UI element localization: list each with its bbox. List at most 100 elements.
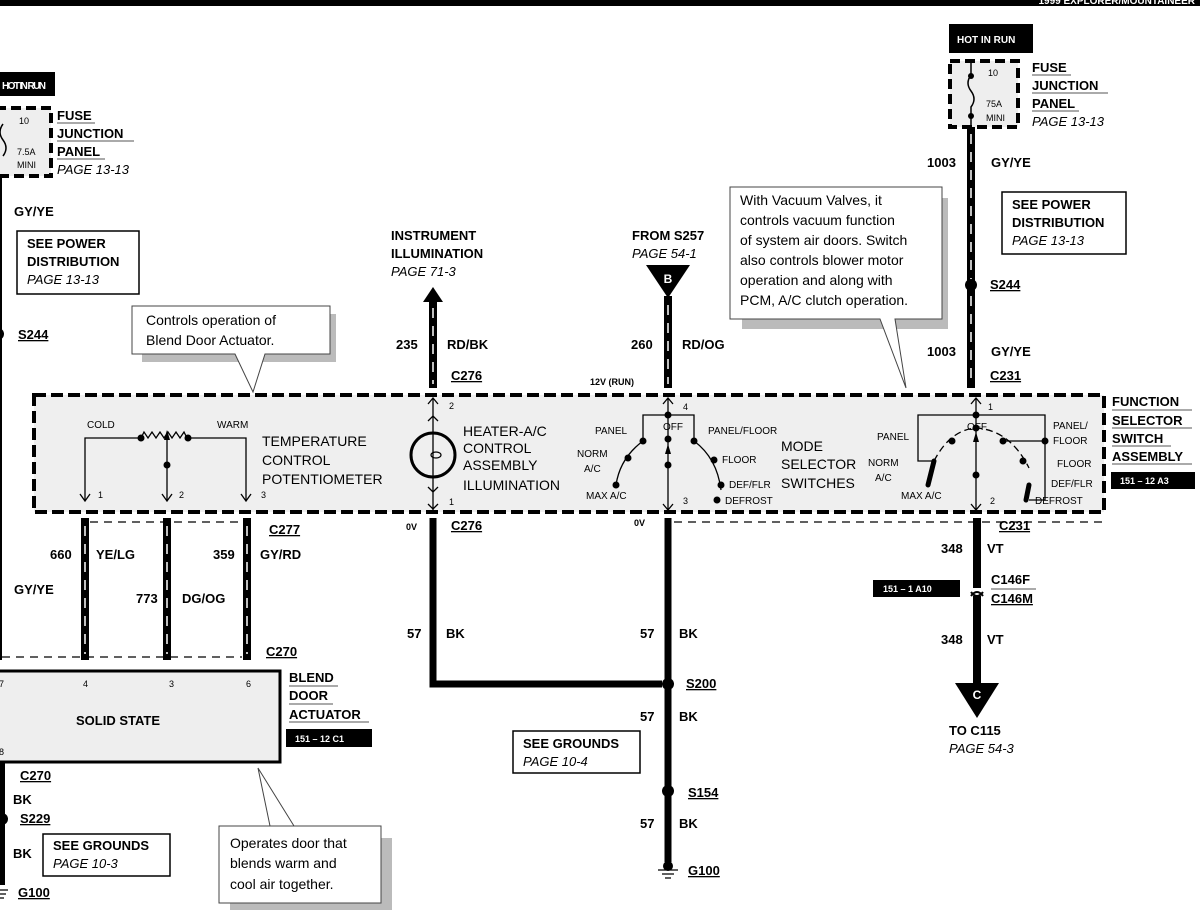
hot-in-run-left: HOT IN RUN [2,81,46,92]
mode2-pin-top: 1 [988,402,993,412]
wire-660-num: 660 [50,547,72,562]
pot-cold-label: COLD [87,420,115,431]
mode-title-2: SELECTOR [781,456,856,472]
see-grounds-left-page: PAGE 10-3 [53,856,119,871]
mode2-panel-floor-2: FLOOR [1053,436,1087,447]
callout-blend [131,305,331,394]
mode1-floor: FLOOR [722,455,756,466]
mode1-ac: A/C [584,464,601,475]
wire-348a-num: 348 [941,541,963,556]
mode1-pin-top: 4 [683,402,688,412]
wire-1003-num-mid: 1003 [927,344,956,359]
wire-359-color: GY/RD [260,547,301,562]
wire-57-a [429,518,662,688]
voltage-0v-1: 0V [406,522,417,532]
bda-pin-3: 3 [169,679,174,689]
heater-ac-control-assembly [32,393,1106,514]
mode-title-1: MODE [781,438,823,454]
mode2-panel-floor-1: PANEL/ [1053,421,1088,432]
ground-left-icon [0,889,8,899]
fss-title-1: FUNCTION [1112,394,1179,409]
mode1-def-flr: DEF/FLR [729,480,771,491]
callout-operates-line-1: Operates door that [230,835,347,851]
wire-1003-color-mid: GY/YE [991,344,1031,359]
wire-57b-num: 57 [640,626,654,641]
pot-warm-label: WARM [217,420,248,431]
fuse-left-icon [0,123,7,157]
see-grounds-mid-page: PAGE 10-4 [523,754,588,769]
connector-c276-bot: C276 [451,518,482,533]
illum-pin-bot: 1 [449,497,454,507]
splice-s244-right-label: S244 [990,277,1021,292]
wire-left-bk-2: BK [13,846,32,861]
splice-s244-left-label: S244 [18,327,49,342]
fuse-right-rating: 75A [986,99,1002,109]
wire-57d-color: BK [679,816,698,831]
bda-title-3: ACTUATOR [289,707,361,722]
connector-c146f: C146F [991,572,1030,587]
bda-ref-badge[interactable] [286,729,372,747]
ground-g100-mid: G100 [688,863,720,878]
fuse-left-rating: 7.5A [17,147,36,157]
wire-348b-num: 348 [941,632,963,647]
pot-pin-2: 2 [179,490,184,500]
c146-ref-badge[interactable] [873,580,960,597]
see-power-left-page: PAGE 13-13 [27,272,100,287]
wire-260-num: 260 [631,337,653,352]
bda-body: SOLID STATE [76,713,160,728]
wire-left-gyye-label-2: GY/YE [14,582,54,597]
to-c115-title: TO C115 [949,723,1001,738]
callout-operates-line-2: blends warm and [230,855,337,871]
see-power-right-title-2: DISTRIBUTION [1012,215,1104,230]
wire-57d-num: 57 [640,816,654,831]
bda-pin-4: 4 [83,679,88,689]
callout-vacuum-line-4: also controls blower motor [740,252,904,268]
fuse-right-box [948,59,1020,129]
mode2-def-flr: DEF/FLR [1051,479,1093,490]
connector-c146-icon [970,591,984,597]
see-grounds-left-box[interactable] [42,833,171,877]
pot-pin-1: 1 [98,490,103,500]
callout-vacuum-line-2: controls vacuum function [740,212,895,228]
resistor-icon [140,430,188,440]
connector-c276-top: C276 [451,368,482,383]
fss-ref: 151 – 12 A3 [1120,476,1169,486]
splice-s229 [0,813,8,825]
fuse-left-label-2: JUNCTION [57,126,123,141]
fuse-left-box [0,106,53,178]
connector-c270-top: C270 [266,644,297,659]
fuse-right-label-2: JUNCTION [1032,78,1098,93]
mode2-norm: NORM [868,458,899,469]
fuse-right-type: MINI [986,113,1005,123]
see-power-left-box[interactable] [16,230,140,295]
mode2-defrost: DEFROST [1035,496,1083,507]
connector-c231-bot: C231 [999,518,1030,533]
see-grounds-mid-box[interactable] [512,730,641,774]
fss-title-3: SWITCH [1112,431,1163,446]
see-power-right-box[interactable] [1001,191,1127,255]
connector-marker-c-icon [955,683,999,718]
bda-pin-6: 6 [246,679,251,689]
splice-s200 [662,678,674,690]
wire-57c-num: 57 [640,709,654,724]
fss-ref-badge[interactable] [1111,472,1195,489]
see-power-right-title-1: SEE POWER [1012,197,1091,212]
connector-c231-top: C231 [990,368,1021,383]
see-power-left-title-2: DISTRIBUTION [27,254,119,269]
mode2-pin-bot: 2 [990,496,995,506]
illum-title-1: HEATER-A/C [463,423,547,439]
ground-mid-icon [658,861,678,879]
bda-title-2: DOOR [289,688,329,703]
arrow-up-icon [423,287,443,302]
splice-s244-left [0,328,4,340]
see-grounds-mid-title: SEE GROUNDS [523,736,619,751]
fuse-right-label-1: FUSE [1032,60,1067,75]
fuse-right-icon [967,63,975,127]
mode1-max-ac: MAX A/C [586,491,627,502]
callout-vacuum-line-1: With Vacuum Valves, it [740,192,882,208]
from-s257-title: FROM S257 [632,228,704,243]
pot-pin-3: 3 [261,490,266,500]
see-grounds-left-title: SEE GROUNDS [53,838,149,853]
illum-title-4: ILLUMINATION [463,477,560,493]
instrument-illum-page: PAGE 71-3 [391,264,457,279]
